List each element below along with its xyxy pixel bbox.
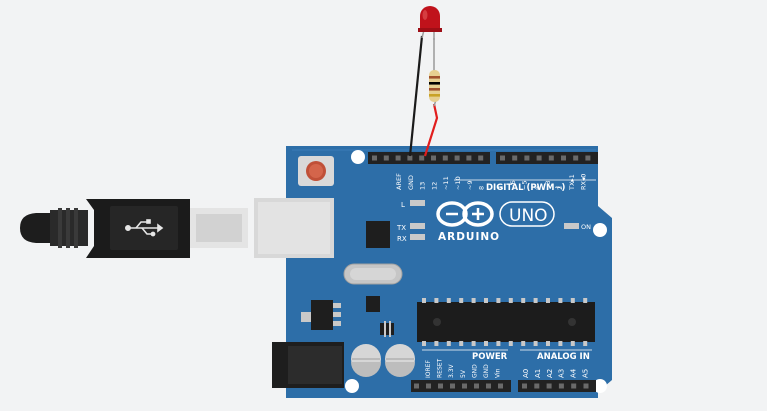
capacitor — [385, 344, 415, 377]
led-tx — [410, 223, 425, 229]
digital-header-label: DIGITAL (PWM~) — [486, 183, 566, 193]
pin-label: ~10 — [454, 176, 462, 190]
resistor-band — [429, 82, 440, 85]
pin-label: 7 — [497, 186, 505, 190]
led-rx — [410, 234, 425, 240]
resistor-band — [429, 76, 440, 79]
small-chip — [366, 296, 380, 312]
arduino-logo-icon — [436, 201, 494, 227]
capacitor — [351, 344, 381, 377]
pin-label: A0 — [522, 369, 530, 378]
pin-label: A3 — [558, 369, 566, 378]
mounting-hole — [351, 150, 365, 164]
pin-label: 8 — [478, 186, 486, 190]
pin-label: IOREF — [425, 360, 432, 378]
usb-symbol-icon — [125, 219, 164, 237]
resistor-band — [429, 94, 440, 97]
analog-header-label: ANALOG IN — [537, 352, 590, 362]
pin-label: TX▸1 — [568, 174, 576, 191]
wire-signal[interactable] — [423, 103, 439, 157]
led-l — [410, 200, 425, 206]
pin-label: 5V — [460, 369, 467, 378]
pin-label: ~9 — [466, 180, 474, 190]
pin-label: GND — [407, 175, 415, 190]
mounting-hole — [345, 379, 359, 393]
model-badge — [499, 201, 555, 227]
power-header[interactable] — [411, 380, 511, 392]
pin-label: 3.3V — [448, 363, 455, 378]
pin-label: AREF — [395, 173, 403, 190]
pin-label: Vin — [495, 368, 502, 378]
usb-cable[interactable] — [20, 199, 248, 258]
pin-label: GND — [483, 364, 490, 378]
pin-label: ~5 — [521, 180, 529, 190]
pin-label: A5 — [582, 369, 590, 378]
red-led[interactable] — [418, 6, 442, 40]
pin-label: RESET — [437, 358, 444, 378]
pin-label: ~11 — [442, 176, 450, 190]
atmega-microcontroller — [417, 298, 595, 346]
pin-label: ~6 — [509, 180, 517, 190]
voltage-regulator — [311, 300, 333, 330]
pin-label: 12 — [430, 182, 438, 190]
resistor[interactable] — [429, 38, 440, 107]
resistor-band — [429, 88, 440, 91]
reset-button[interactable] — [298, 156, 334, 186]
mounting-hole — [593, 379, 607, 393]
pin-label: ~3 — [544, 180, 552, 190]
led-l-label: L — [401, 201, 405, 209]
led-rx-label: RX — [397, 235, 407, 243]
pin-label: GND — [471, 364, 478, 378]
analog-header[interactable] — [518, 380, 596, 392]
mounting-hole — [593, 223, 607, 237]
analog-pin-labels: A0 A1 A2 A3 A4 A5 — [522, 368, 590, 378]
power-jack[interactable] — [272, 342, 344, 388]
usb-controller-chip — [366, 221, 390, 248]
digital-header-left[interactable] — [368, 152, 490, 164]
led-tx-label: TX — [396, 224, 406, 232]
model-label: UNO — [509, 206, 548, 226]
brand-label: ARDUINO — [438, 231, 500, 243]
pin-label: RX◂0 — [580, 174, 588, 190]
onboard-leds: L TX RX ON — [396, 200, 591, 243]
small-chip — [380, 323, 394, 335]
pin-label: A1 — [534, 369, 542, 378]
pin-label: 4 — [532, 186, 540, 190]
power-header-label: POWER — [472, 352, 508, 362]
on-label: ON — [581, 223, 591, 231]
pin-label: A2 — [546, 369, 554, 378]
wire-gnd[interactable] — [408, 35, 424, 157]
led-on — [564, 223, 579, 229]
pin-label: 2 — [556, 186, 564, 190]
power-pin-labels: IOREF RESET 3.3V 5V GND GND Vin — [425, 358, 502, 378]
pin-label: A4 — [570, 368, 578, 378]
digital-header-right[interactable] — [496, 152, 598, 164]
pin-label: 13 — [419, 182, 427, 190]
